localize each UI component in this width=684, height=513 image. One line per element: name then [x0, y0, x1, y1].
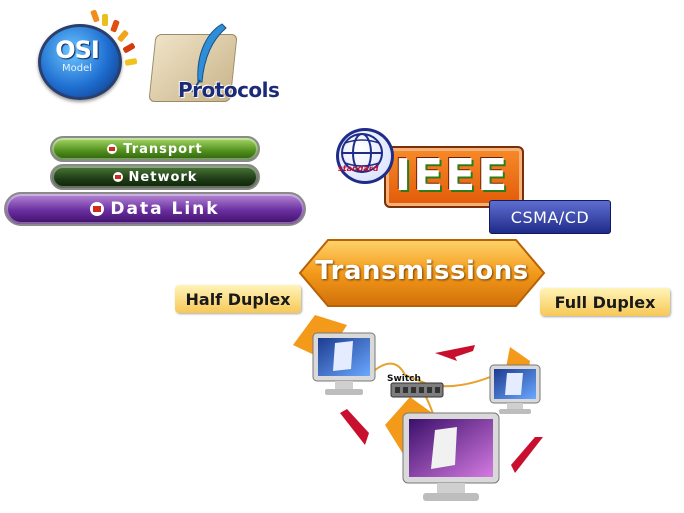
layer-network-label: Network: [128, 169, 198, 185]
osi-title: OSI: [55, 36, 100, 64]
osi-globe: [38, 24, 122, 100]
layer-datalink: Data Link: [4, 192, 306, 226]
layer-transport-label: Transport: [123, 141, 203, 157]
arrow-icon: [340, 409, 369, 445]
bullet-icon: [112, 172, 123, 182]
switch-label: Switch: [387, 374, 421, 384]
network-diagram: [293, 315, 543, 501]
computer-icon: [385, 397, 500, 501]
osi-model-badge: OSI Model: [30, 9, 140, 100]
osi-subtitle: Model: [61, 63, 93, 74]
csma-cd-badge: CSMA/CD: [489, 200, 611, 234]
layer-datalink-label: Data Link: [110, 199, 220, 219]
full-duplex-label: Full Duplex: [540, 288, 670, 316]
protocols-badge: Protocols: [148, 22, 290, 107]
arrow-icon: [435, 345, 475, 361]
ieee-title: IEEE: [394, 150, 510, 201]
layer-transport: Transport: [50, 136, 260, 162]
standard-label: standard: [338, 164, 379, 173]
transmissions-hexagon: [298, 239, 546, 307]
arrow-icon: [511, 437, 543, 473]
layer-network: Network: [50, 164, 260, 190]
bullet-icon: [107, 144, 118, 154]
globe-icon: [336, 128, 394, 184]
bullet-icon: [90, 202, 105, 216]
quill-feather-icon: [191, 23, 227, 93]
protocols-title: Protocols: [178, 78, 280, 102]
half-duplex-label: Half Duplex: [175, 285, 301, 313]
transmissions-title: Transmissions: [315, 256, 529, 286]
computer-icon: [489, 347, 541, 414]
switch-icon: [390, 382, 444, 398]
ieee-box: [384, 146, 524, 208]
computer-icon: [293, 315, 376, 395]
